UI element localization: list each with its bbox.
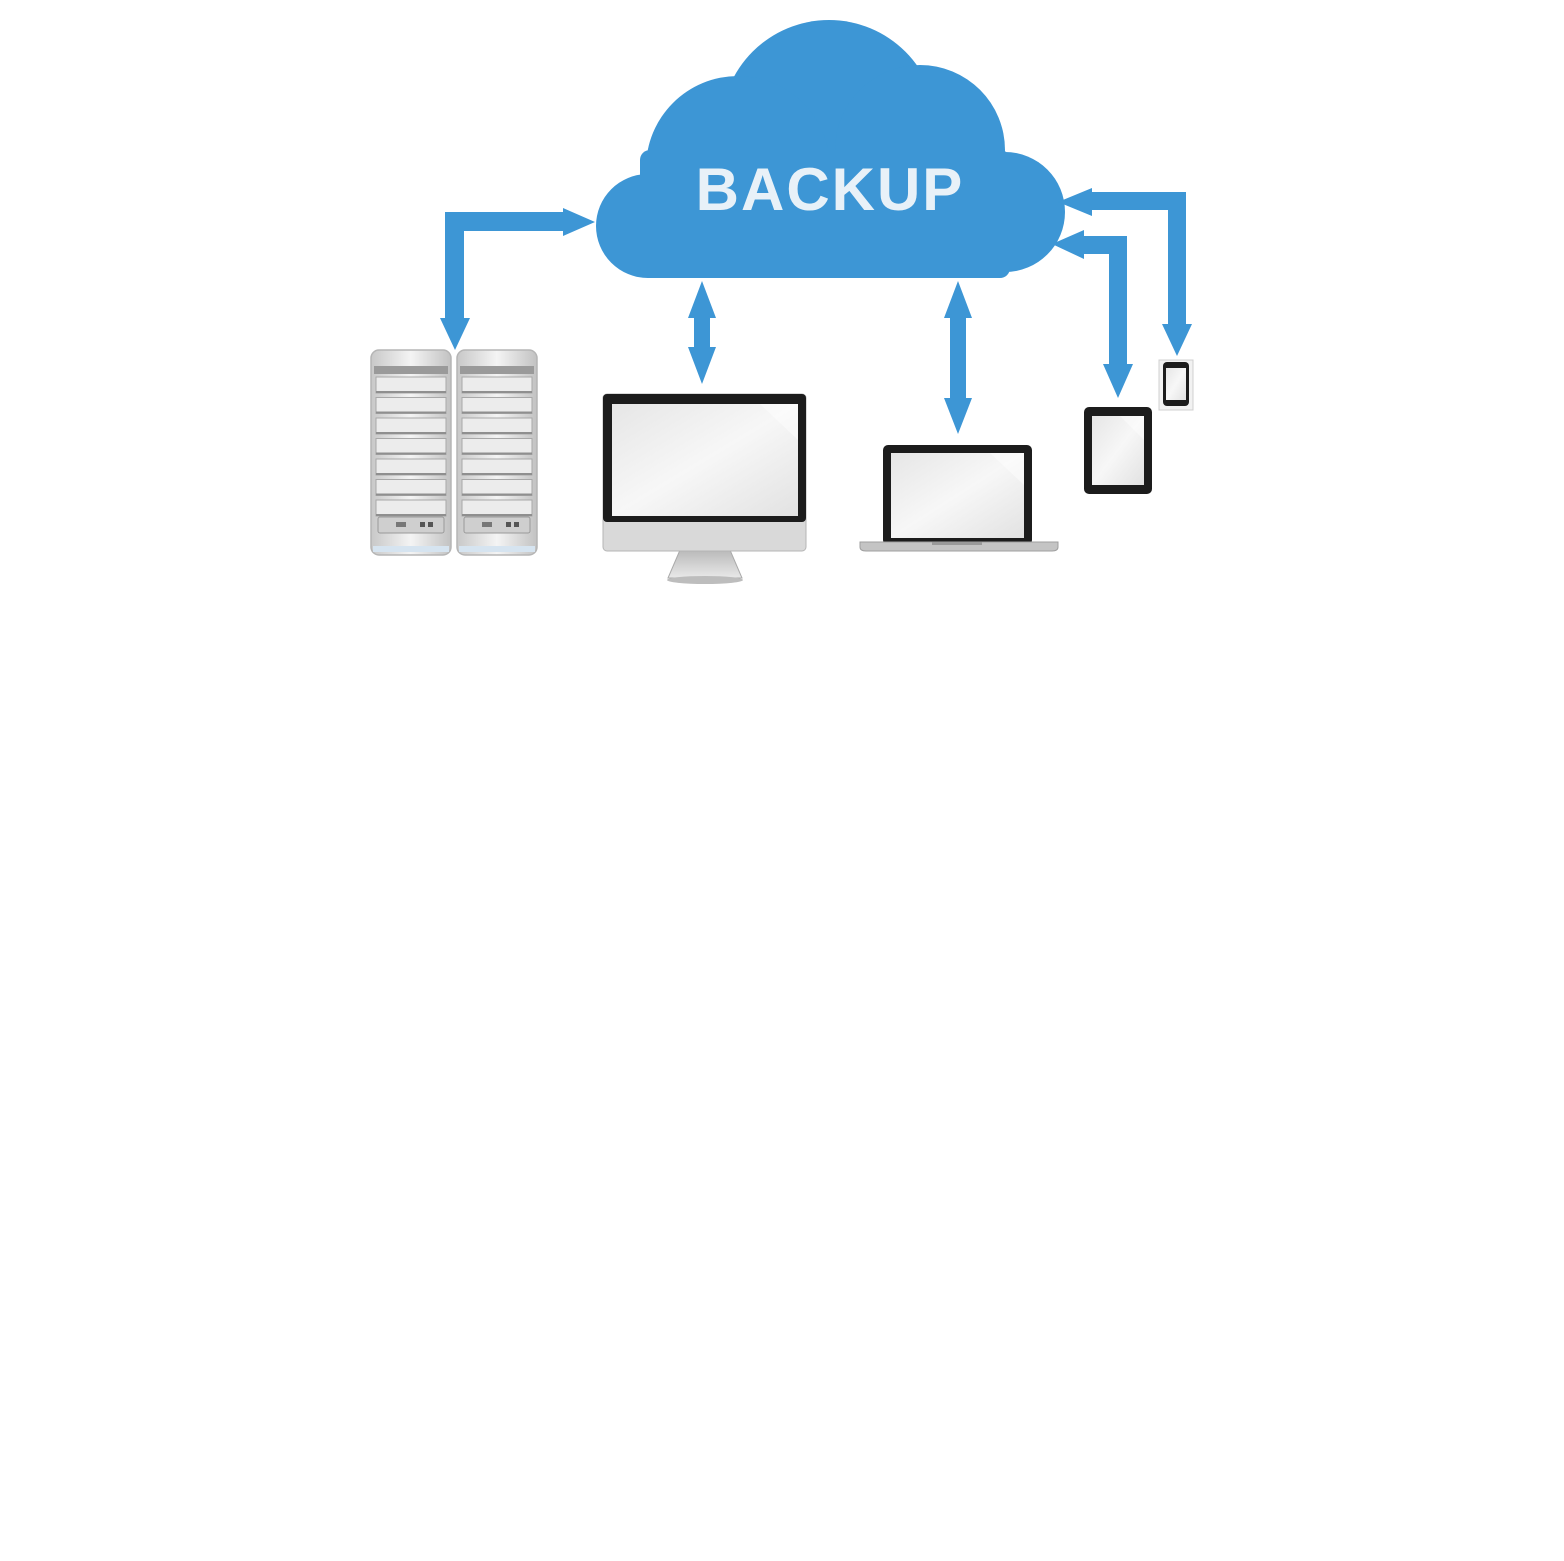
drive-bay-edge bbox=[376, 514, 446, 516]
desktop-node bbox=[602, 393, 807, 584]
drive-bay bbox=[461, 417, 533, 435]
drive-bay-edge bbox=[462, 473, 532, 475]
drive-bay-edge bbox=[376, 411, 446, 414]
drive-bay bbox=[461, 499, 533, 517]
drive-bay-edge bbox=[462, 514, 532, 516]
server-unit-right bbox=[456, 349, 538, 556]
drive-bay-edge bbox=[462, 391, 532, 393]
server-unit-left bbox=[370, 349, 452, 556]
servers-node bbox=[370, 349, 538, 556]
cloud-label: BACKUP bbox=[696, 156, 965, 223]
phone-node bbox=[1158, 359, 1194, 411]
drive-bay bbox=[461, 479, 533, 496]
arrow-desktop-cloud bbox=[688, 281, 716, 384]
drive-bay-edge bbox=[462, 411, 532, 414]
arrow-phone-cloud bbox=[1058, 188, 1192, 356]
server-icon bbox=[370, 349, 538, 556]
drive-bay-edge bbox=[462, 493, 532, 496]
tablet-node bbox=[1084, 407, 1152, 494]
arrow-servers-cloud bbox=[440, 208, 595, 350]
drive-bay-edge bbox=[376, 473, 446, 475]
laptop-icon bbox=[859, 445, 1059, 552]
drive-bay bbox=[375, 376, 447, 394]
drive-bay-edge bbox=[376, 493, 446, 496]
drive-bay bbox=[461, 438, 533, 455]
drive-bay-edge bbox=[462, 432, 532, 434]
drive-bay bbox=[461, 458, 533, 476]
drive-bay bbox=[375, 417, 447, 435]
drive-bay bbox=[375, 479, 447, 496]
arrow-laptop-cloud bbox=[944, 281, 972, 434]
arrows bbox=[440, 188, 1192, 434]
drive-bay bbox=[375, 397, 447, 414]
drive-bay bbox=[461, 376, 533, 394]
arrow-tablet-cloud bbox=[1052, 230, 1133, 398]
cloud-node: BACKUP bbox=[596, 20, 1065, 278]
drive-bay-edge bbox=[376, 391, 446, 393]
drive-bay-edge bbox=[376, 432, 446, 434]
monitor-icon bbox=[602, 393, 807, 584]
tablet-icon bbox=[1084, 407, 1152, 494]
phone-icon bbox=[1158, 359, 1194, 411]
drive-bay bbox=[375, 499, 447, 517]
cloud-icon bbox=[596, 20, 1065, 278]
drive-bay-edge bbox=[462, 452, 532, 455]
drive-bay bbox=[375, 458, 447, 476]
drive-bay-edge bbox=[376, 452, 446, 455]
drive-bay bbox=[375, 438, 447, 455]
laptop-node bbox=[859, 445, 1059, 552]
drive-bay bbox=[461, 397, 533, 414]
